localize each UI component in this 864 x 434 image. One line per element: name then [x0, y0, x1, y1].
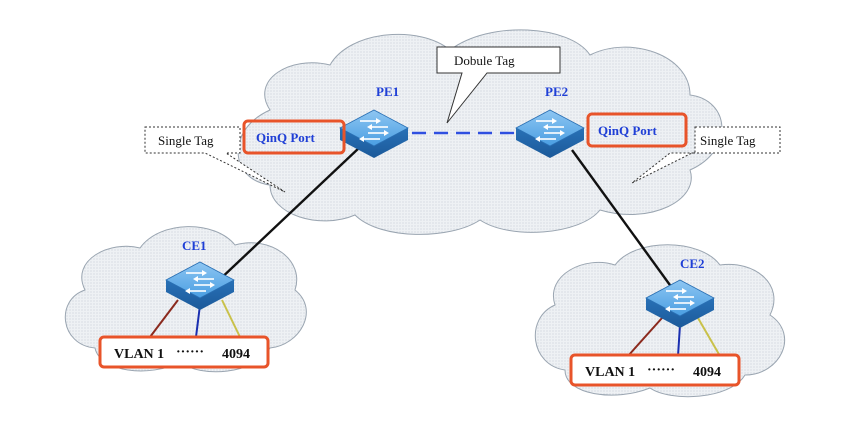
- link-ce1-pe1: [197, 146, 361, 301]
- vlan-line-yellow-ce2: [697, 317, 721, 357]
- node-label-pe2: PE2: [545, 84, 568, 99]
- vlan-start-left: VLAN 1: [114, 347, 164, 362]
- vlan-line-blue-ce1: [195, 304, 201, 338]
- callout-single-tag-left-box: [144, 126, 286, 193]
- vlan-end-left: 4094: [222, 347, 250, 362]
- qinq-port-label-left: QinQ Port: [256, 130, 316, 145]
- qinq-port-box-right: [586, 112, 688, 148]
- vlan-dots-left: ······: [176, 345, 204, 360]
- node-label-ce1: CE1: [182, 238, 207, 253]
- qinq-port-box-left: [242, 119, 346, 155]
- node-label-pe1: PE1: [376, 84, 399, 99]
- vlan-line-red-ce2: [627, 317, 663, 357]
- vlan-range-box-right: [569, 353, 741, 387]
- vlan-dots-right: ······: [647, 363, 675, 378]
- callout-double-tag-box: [436, 46, 561, 124]
- callout-single-tag-right-box: [631, 126, 781, 184]
- callout-single-tag-right-text: Single Tag: [700, 133, 756, 148]
- vlan-range-box-left: [98, 335, 270, 369]
- node-label-ce2: CE2: [680, 256, 705, 271]
- vlan-line-yellow-ce1: [221, 299, 241, 338]
- qinq-port-label-right: QinQ Port: [598, 123, 658, 138]
- link-ce2-pe2: [571, 149, 676, 293]
- callout-single-tag-left-text: Single Tag: [158, 133, 214, 148]
- vlan-start-right: VLAN 1: [585, 365, 635, 380]
- vlan-line-blue-ce2: [677, 324, 681, 357]
- vlan-end-right: 4094: [693, 365, 721, 380]
- callout-double-tag-text: Dobule Tag: [454, 53, 515, 68]
- vlan-line-red-ce1: [149, 299, 179, 338]
